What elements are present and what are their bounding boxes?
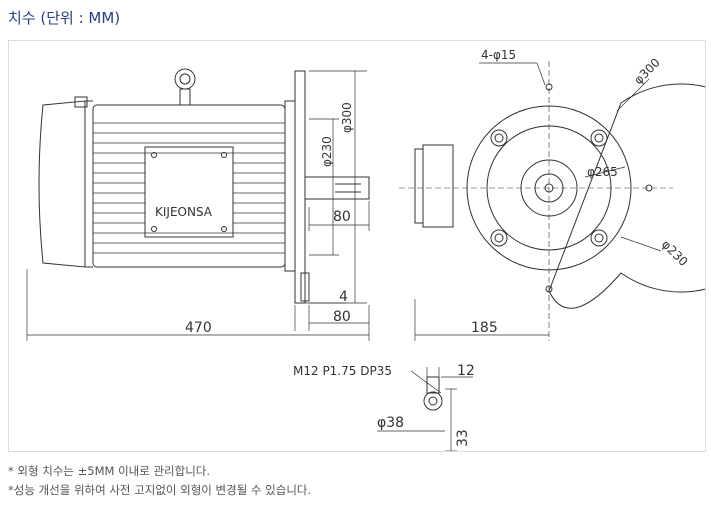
fan-cover	[38, 100, 86, 268]
terminal-box	[144, 146, 234, 238]
dimension-drawing: KIJEONSA φ300 φ230 80 4 80 470 185 4-φ15…	[8, 40, 706, 452]
shaft-end-detail	[423, 391, 443, 411]
dim-4: 4	[339, 289, 348, 305]
page-title: 치수 (단위 : MM)	[8, 9, 121, 27]
bolt-holes	[490, 129, 608, 247]
dim-thread: M12 P1.75 DP35	[293, 364, 392, 378]
cooling-fins	[93, 122, 285, 254]
front-flange-plate	[548, 83, 705, 309]
dim-d230-side: φ230	[320, 136, 334, 167]
motor-drawing-svg: KIJEONSA φ300 φ230 80 4 80 470 185 4-φ15…	[26, 48, 705, 451]
dim-d265: φ265	[587, 165, 618, 179]
dim-185: 185	[471, 320, 498, 336]
dim-d38: φ38	[377, 415, 404, 431]
dim-80-bottom: 80	[333, 309, 351, 325]
dim-12: 12	[457, 363, 475, 379]
brand-label: KIJEONSA	[155, 205, 213, 219]
eye-bolt	[174, 68, 196, 90]
note-tolerance: * 외형 치수는 ±5MM 이내로 관리합니다.	[8, 464, 211, 478]
shaft	[304, 176, 370, 200]
dim-470: 470	[185, 320, 212, 336]
dim-d300-front: φ300	[631, 55, 663, 87]
dim-33: 33	[455, 429, 471, 447]
dim-d300-side: φ300	[340, 102, 354, 133]
dim-holes: 4-φ15	[481, 48, 516, 62]
dim-80-top: 80	[333, 209, 351, 225]
front-flange-edge	[414, 148, 424, 224]
dim-d230-front: φ230	[659, 237, 691, 269]
notes: * 외형 치수는 ±5MM 이내로 관리합니다. *성능 개선을 위하여 사전 …	[8, 462, 311, 500]
flange	[284, 100, 296, 272]
note-change: *성능 개선을 위하여 사전 고지없이 외형이 변경될 수 있습니다.	[8, 483, 312, 497]
